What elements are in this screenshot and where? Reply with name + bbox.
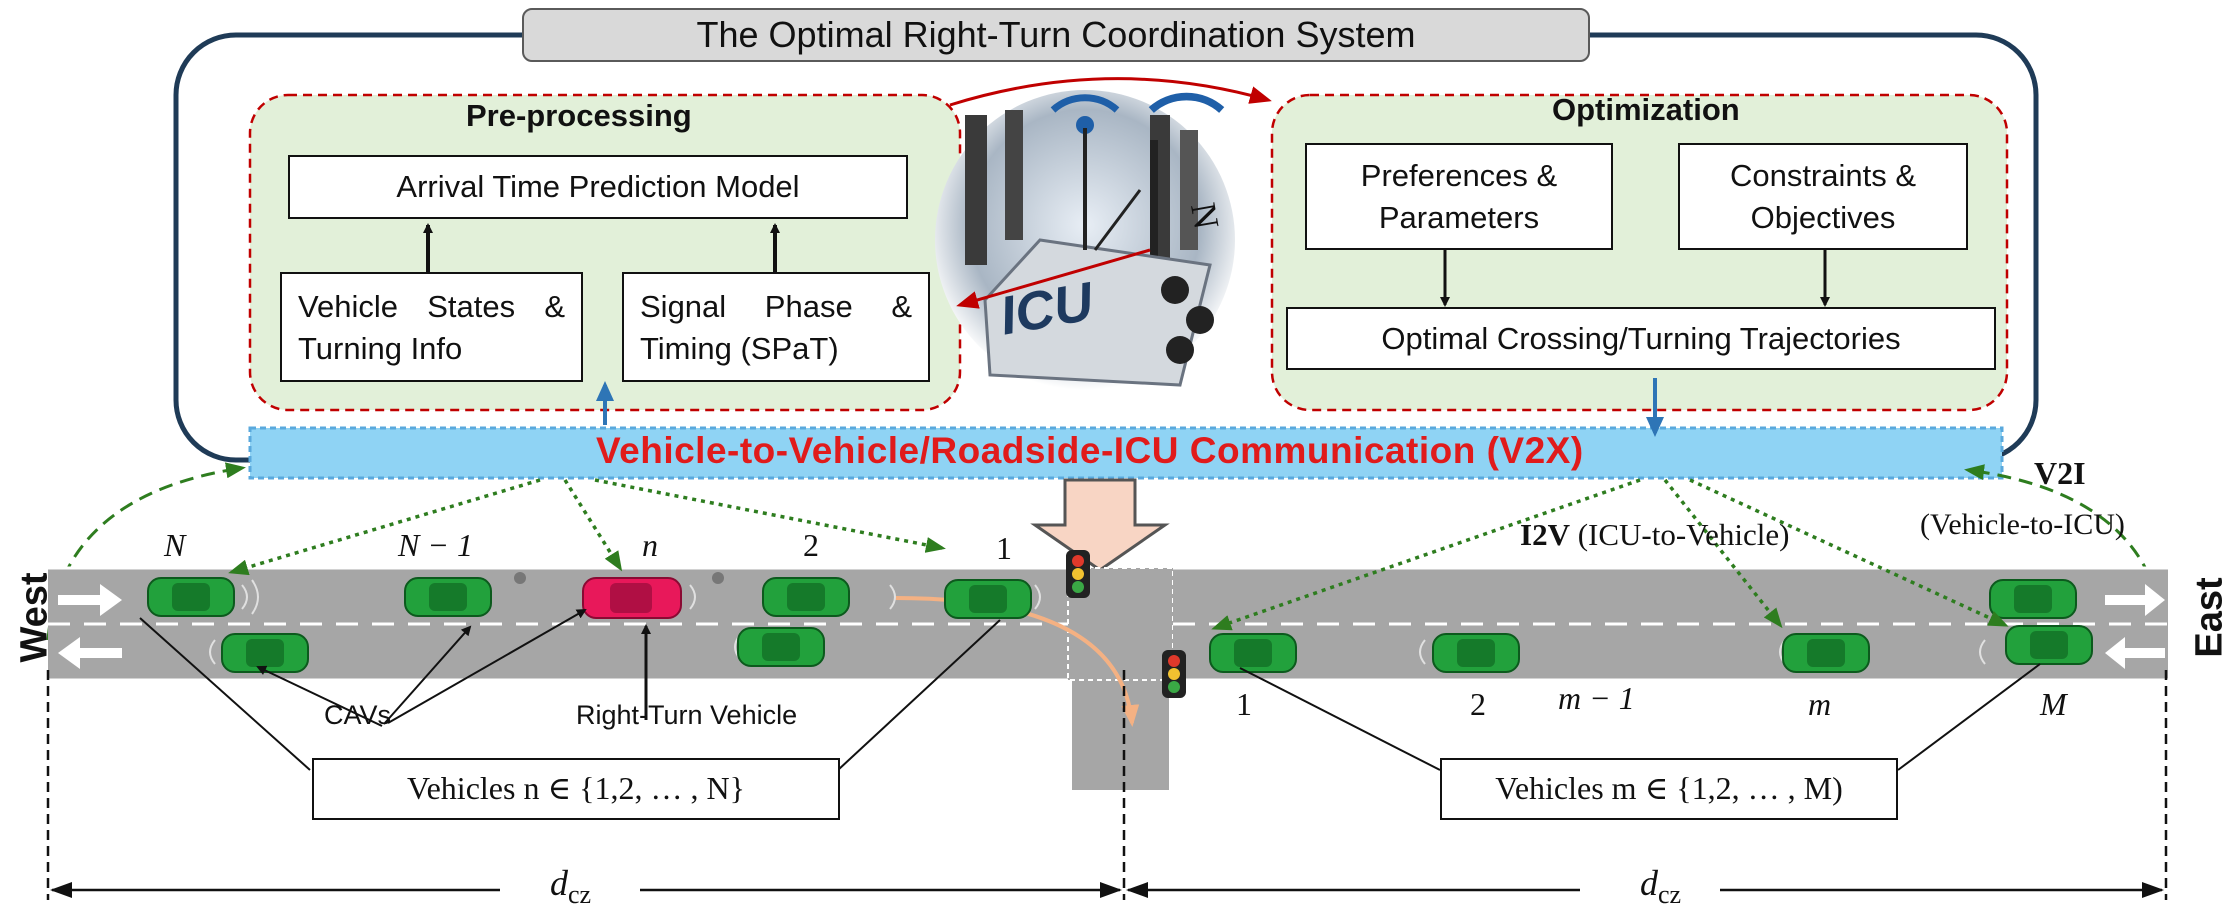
vehicle-west-N-minus-1 (404, 577, 492, 617)
vehicle-states-line1: Vehicle States & (298, 289, 565, 324)
traffic-light-east (1162, 650, 1186, 698)
cavs-label: CAVs (324, 700, 392, 730)
vehicle-westbound-b (737, 627, 825, 667)
distance-label-east: dcz (1640, 862, 1681, 910)
v2x-band (248, 426, 2004, 480)
distance-subscript-west: cz (568, 880, 592, 910)
traffic-light-west (1066, 550, 1090, 598)
vehicle-west-2 (762, 577, 850, 617)
west-label-n: n (642, 527, 658, 563)
west-label: West (13, 572, 56, 663)
vehicles-m-label: Vehicles m ∈ {1,2, … , M) (1495, 770, 1843, 807)
v2i-subtitle: (Vehicle-to-ICU) (1920, 508, 2125, 541)
west-label-1: 1 (996, 530, 1012, 566)
optimization-header: Optimization (1552, 92, 1740, 127)
west-label-N-minus-1: N − 1 (398, 527, 473, 563)
spat-line2: Timing (SPaT) (640, 330, 839, 366)
east-label-m-minus-1: m − 1 (1558, 680, 1635, 716)
v2x-label: Vehicle-to-Vehicle/Roadside-ICU Communic… (596, 430, 1584, 471)
east-label-m: m (1808, 686, 1832, 722)
trajectories-box: Optimal Crossing/Turning Trajectories (1286, 307, 1996, 370)
wifi-icon (1050, 94, 1120, 113)
i2v-title: I2V (1520, 517, 1570, 552)
vehicle-west-N (147, 577, 235, 617)
east-label-2: 2 (1470, 686, 1486, 722)
vehicle-states-line2: Turning Info (298, 330, 463, 366)
constraints-line1: Constraints & (1729, 157, 1917, 193)
constraints-box: Constraints & Objectives (1678, 143, 1968, 250)
preferences-box: Preferences & Parameters (1305, 143, 1613, 250)
v2i-title: V2I (2034, 455, 2086, 491)
east-label-1: 1 (1236, 686, 1252, 722)
preprocessing-header: Pre-processing (466, 98, 692, 133)
west-label-2: 2 (803, 527, 819, 563)
constraints-line2: Objectives (1750, 199, 1896, 235)
distance-symbol-west: d (550, 863, 568, 903)
preferences-line1: Preferences & (1360, 157, 1558, 193)
right-turn-vehicle-label: Right-Turn Vehicle (576, 700, 798, 730)
system-title: The Optimal Right-Turn Coordination Syst… (522, 8, 1590, 62)
right-turn-vehicle-n (582, 577, 682, 619)
vehicles-n-label: Vehicles n ∈ {1,2, … , N} (407, 770, 745, 807)
preferences-line2: Parameters (1378, 199, 1540, 235)
arrival-time-model-box: Arrival Time Prediction Model (288, 155, 908, 219)
i2v-label: I2V (ICU-to-Vehicle) (1520, 517, 1789, 553)
vehicle-east-m (1782, 633, 1870, 673)
trajectories-label: Optimal Crossing/Turning Trajectories (1381, 320, 1901, 356)
vehicle-east-M (2005, 625, 2093, 665)
distance-symbol-east: d (1640, 863, 1658, 903)
vehicle-east-1 (1209, 633, 1297, 673)
vehicle-westbound-a (221, 633, 309, 673)
spat-line1: Signal Phase & (640, 289, 912, 324)
vehicle-states-box: Vehicle States & Turning Info (280, 272, 583, 382)
distance-subscript-east: cz (1658, 880, 1682, 910)
east-label: East (2188, 577, 2223, 658)
vehicle-east-2 (1432, 633, 1520, 673)
vehicles-m-box: Vehicles m ∈ {1,2, … , M) (1440, 758, 1898, 820)
arrival-time-model-label: Arrival Time Prediction Model (396, 169, 800, 205)
spat-box: Signal Phase & Timing (SPaT) (622, 272, 930, 382)
west-label-N: N (164, 527, 186, 563)
i2v-subtitle: (ICU-to-Vehicle) (1577, 517, 1790, 552)
vehicle-east-M-a (1989, 579, 2077, 619)
vehicle-west-1 (944, 579, 1032, 619)
icu-device-image (935, 90, 1235, 390)
vehicles-n-box: Vehicles n ∈ {1,2, … , N} (312, 758, 840, 820)
distance-label-west: dcz (550, 862, 591, 910)
east-label-M: M (2040, 686, 2067, 722)
